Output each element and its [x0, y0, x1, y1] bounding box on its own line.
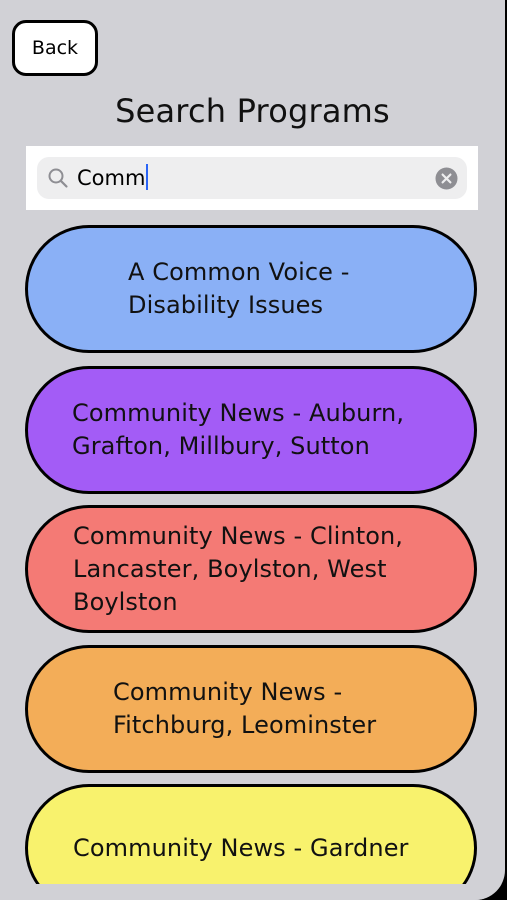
program-item-community-news-clinton[interactable]: Community News - Clinton, Lancaster, Boy… — [25, 505, 477, 633]
program-item-community-news-gardner[interactable]: Community News - Gardner — [25, 784, 477, 900]
program-item-community-news-fitchburg[interactable]: Community News - Fitchburg, Leominster — [25, 645, 477, 773]
program-label: Community News - Clinton, Lancaster, Boy… — [73, 521, 404, 616]
program-item-a-common-voice[interactable]: A Common Voice - Disability Issues — [25, 225, 477, 353]
search-input-value: Comm — [77, 166, 146, 190]
program-item-community-news-auburn[interactable]: Community News - Auburn, Grafton, Millbu… — [25, 366, 477, 494]
search-field[interactable]: Comm — [37, 157, 467, 199]
search-icon — [48, 168, 68, 188]
screen-bottom-edge — [0, 884, 505, 900]
program-label: Community News - Auburn, Grafton, Millbu… — [72, 399, 405, 460]
search-bar: Comm — [26, 146, 478, 210]
text-caret — [146, 164, 149, 190]
clear-icon[interactable] — [435, 167, 458, 190]
program-label: A Common Voice - Disability Issues — [128, 258, 350, 319]
search-input[interactable]: Comm — [77, 157, 149, 199]
back-button-label: Back — [31, 37, 79, 59]
program-label: Community News - Gardner — [73, 833, 409, 862]
page-title: Search Programs — [115, 92, 390, 130]
program-label: Community News - Fitchburg, Leominster — [113, 678, 377, 739]
back-button[interactable]: Back — [12, 20, 98, 76]
